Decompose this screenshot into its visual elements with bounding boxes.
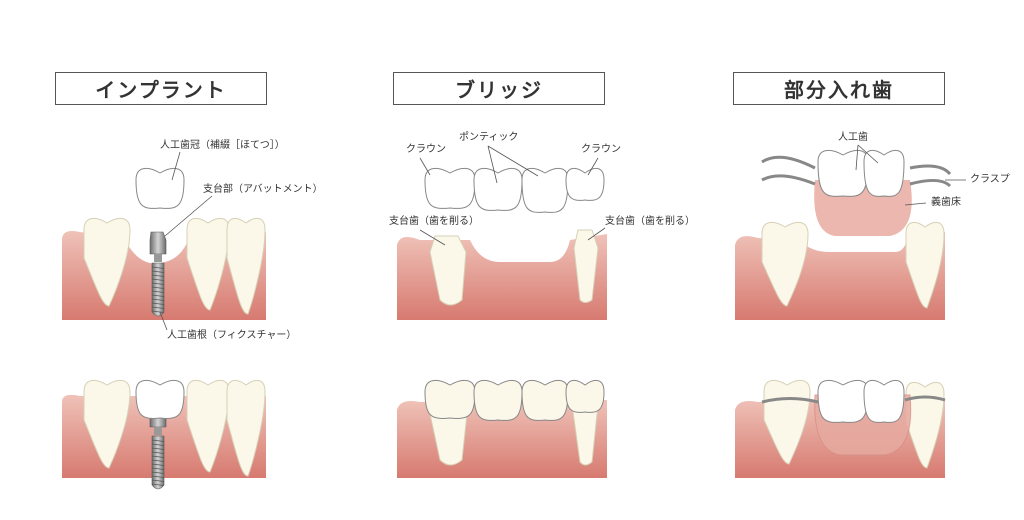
bridge-after-crown-right [565,379,605,413]
thread [151,306,165,309]
tooth-denture-after-1 [763,379,811,465]
thread [151,475,165,478]
clasp-after [761,395,946,404]
implant-fixture [151,262,165,317]
pointer-fixture [159,311,168,331]
bridge-crown-right [565,167,605,201]
pointer-abutment-left [419,229,446,246]
pointer-pontic [487,145,539,184]
pointer-denture-base [904,202,927,206]
pointer-crown-right [587,157,599,176]
artificial-tooth-2 [863,149,905,197]
thread [151,290,165,293]
thread [151,270,165,273]
pointer-artificial-teeth [855,144,879,171]
thread [151,451,165,454]
label-artificial-teeth: 人工歯 [838,130,868,143]
pontic-1 [473,167,523,211]
implant-crown [135,167,185,209]
artificial-tooth-1 [817,149,869,197]
bridge-crown-left [424,167,476,209]
thread [151,483,165,486]
thread [151,278,165,281]
thread [151,282,165,285]
label-abutment-tooth-left: 支台歯（歯を削る） [389,214,479,227]
thread [151,463,165,466]
abutment-tooth-left [429,235,467,306]
implant-after-fixture [151,435,165,490]
pontic-2 [521,167,569,213]
tooth-denture-2 [905,221,945,309]
thread [151,443,165,446]
pointer-crown [171,151,181,181]
label-abutment-tooth-right: 支台歯（歯を削る） [605,214,695,227]
thread [151,467,165,470]
title-implant: インプラント [55,72,267,105]
tooth-implant-after-3 [226,379,266,477]
pointer-abutment [164,195,213,237]
thread [151,439,165,442]
implant-neck [154,254,162,262]
thread [151,266,165,269]
label-pontic: ポンティック [459,131,518,143]
label-denture-base: 義歯床 [931,195,961,208]
tooth-denture-after-2 [905,381,945,469]
label-clasp: クラスプ [970,173,1010,185]
pointer-crown-left [419,157,431,176]
label-implant-crown: 人工歯冠（補綴［ほてつ］） [160,138,285,151]
implant-abutment [149,231,167,255]
thread [151,294,165,297]
bridge-after-root-left [427,404,469,466]
label-fixture: 人工歯根（フィクスチャー） [167,328,296,341]
thread [151,479,165,482]
bridge-after-pontic-2 [521,379,569,421]
thread [151,302,165,305]
tooth-implant-1 [83,217,131,307]
thread [151,310,165,313]
implant-after-neck [154,427,162,435]
clasp [761,155,952,188]
label-crown-right: クラウン [581,143,621,155]
implant-after-crown [135,379,185,419]
title-partial-denture: 部分入れ歯 [733,72,945,105]
artificial-tooth-after-2 [863,379,905,423]
bridge-after-crown-left [424,379,476,419]
title-bridge: ブリッジ [393,72,605,105]
bridge-after-root-right [571,404,599,466]
thread [151,471,165,474]
label-crown-left: クラウン [406,143,446,155]
bridge-after-pontic-1 [473,379,523,421]
abutment-tooth-right [573,229,599,303]
tooth-denture-1 [761,221,809,307]
thread [151,459,165,462]
thread [151,447,165,450]
thread [151,298,165,301]
artificial-tooth-after-1 [817,379,869,423]
tooth-implant-after-1 [83,379,131,469]
tooth-implant-3 [226,217,266,315]
thread [151,455,165,458]
label-abutment: 支台部（アバットメント） [203,182,323,195]
thread [151,286,165,289]
thread [151,274,165,277]
pointer-abutment-right [587,227,606,241]
